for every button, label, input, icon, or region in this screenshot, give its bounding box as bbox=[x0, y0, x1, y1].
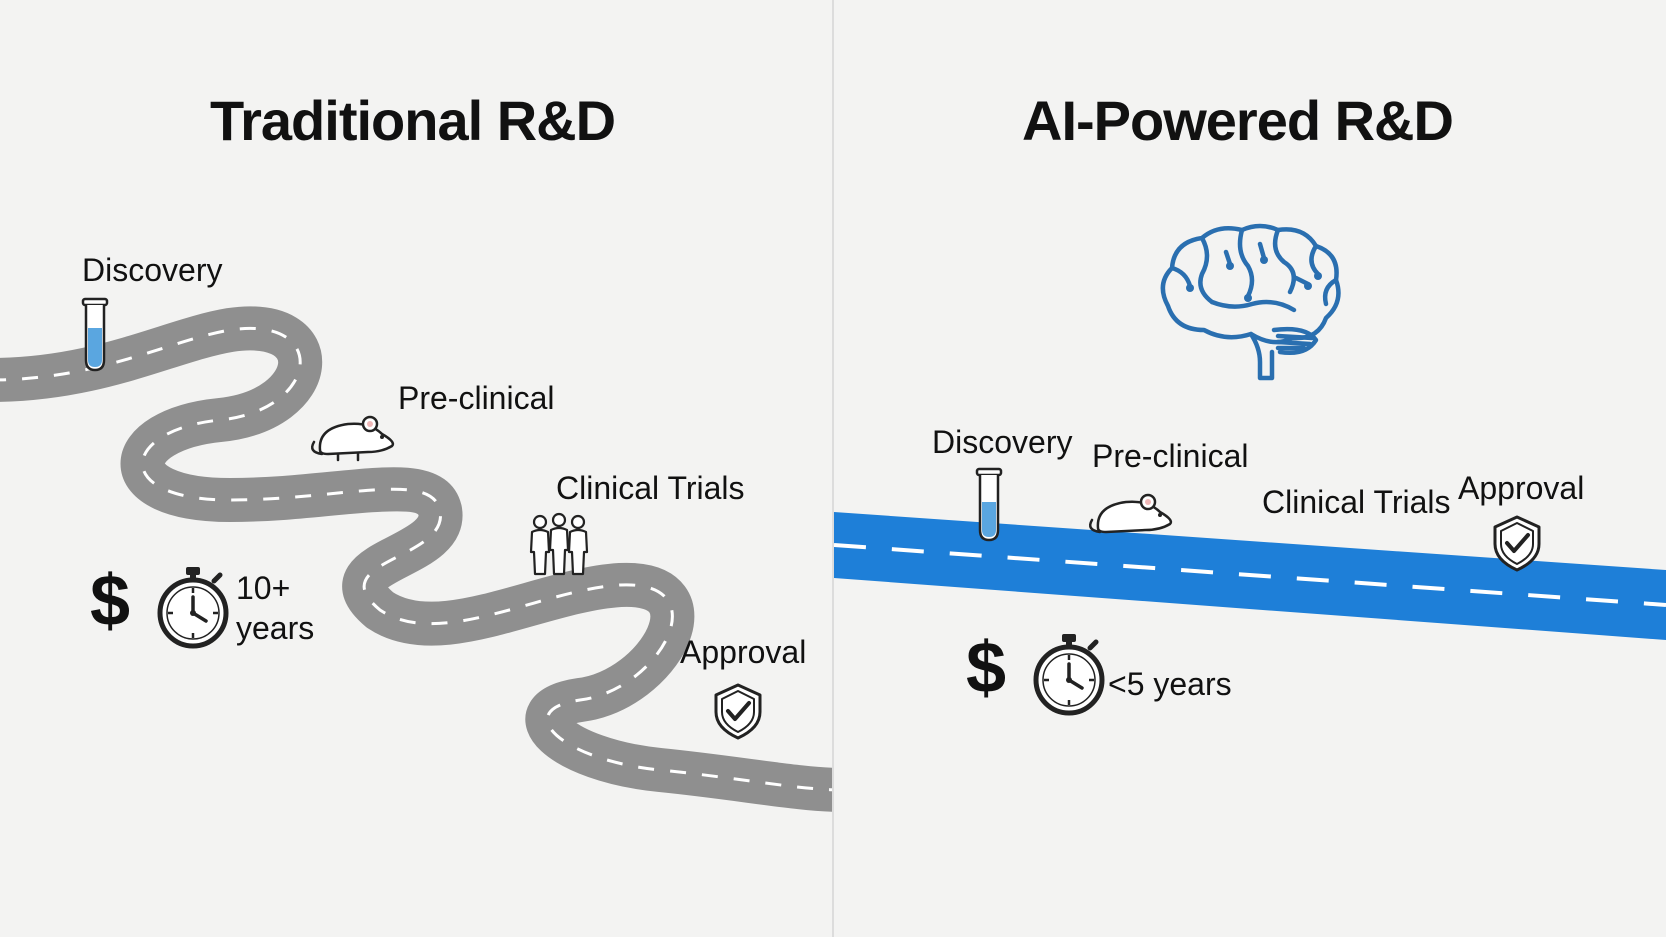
mouse-icon bbox=[1089, 493, 1173, 534]
traditional-stage-clinical: Clinical Trials bbox=[556, 470, 745, 506]
people-icon bbox=[529, 512, 589, 576]
test-tube-icon bbox=[975, 467, 1003, 542]
shield-check-icon bbox=[1493, 515, 1541, 572]
traditional-title: Traditional R&D bbox=[210, 89, 616, 152]
traditional-duration-unit: years bbox=[236, 610, 315, 646]
traditional-cost-dollar: $ bbox=[90, 561, 131, 641]
ai-stage-preclinical: Pre-clinical bbox=[1092, 438, 1249, 474]
straight-road bbox=[834, 512, 1666, 640]
test-tube-icon bbox=[81, 297, 109, 372]
ai-stage-approval: Approval bbox=[1458, 470, 1585, 506]
ai-panel: AI-Powered R&D Discovery bbox=[834, 0, 1666, 937]
traditional-stage-approval: Approval bbox=[680, 634, 807, 670]
traditional-panel: Traditional R&D Discovery Pre-clinical C… bbox=[0, 0, 832, 937]
traditional-stage-preclinical: Pre-clinical bbox=[398, 380, 555, 416]
brain-icon bbox=[1160, 223, 1341, 381]
panel-divider bbox=[832, 0, 834, 937]
stopwatch-icon bbox=[157, 567, 229, 649]
traditional-stage-discovery: Discovery bbox=[82, 252, 223, 288]
ai-stage-discovery: Discovery bbox=[932, 424, 1073, 460]
shield-check-icon bbox=[714, 683, 762, 740]
mouse-icon bbox=[311, 415, 395, 462]
winding-road bbox=[0, 306, 832, 812]
traditional-duration: 10+ years bbox=[236, 568, 314, 648]
ai-cost-dollar: $ bbox=[966, 628, 1007, 708]
stopwatch-icon bbox=[1033, 634, 1105, 716]
ai-stage-clinical: Clinical Trials bbox=[1262, 484, 1451, 520]
ai-duration: <5 years bbox=[1108, 666, 1232, 702]
ai-title: AI-Powered R&D bbox=[1022, 89, 1454, 152]
traditional-duration-value: 10+ bbox=[236, 570, 291, 606]
